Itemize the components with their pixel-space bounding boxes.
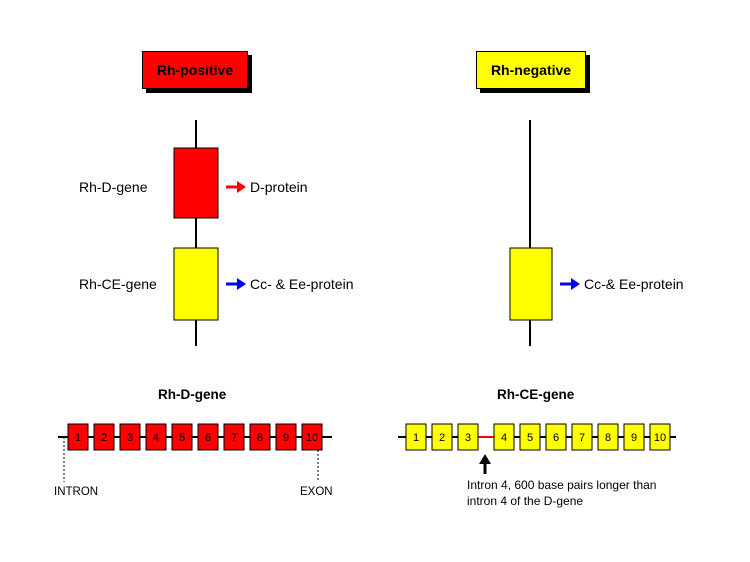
d-gene-exon: [119, 423, 141, 451]
d-gene-exon-number: 7: [231, 432, 237, 444]
d-gene-exon: [93, 423, 115, 451]
ce-gene-exon: [457, 423, 479, 451]
rh-ce-gene-box-right: [509, 247, 553, 321]
ce-gene-exon-number: 9: [631, 432, 637, 444]
rh-ce-gene-map-title: Rh-CE-gene: [497, 387, 575, 402]
d-gene-exon: [223, 423, 245, 451]
d-protein-arrow-head: [237, 181, 246, 193]
d-gene-exon-number: 4: [153, 432, 159, 444]
cc-ee-protein-label-right: Cc-& Ee-protein: [584, 276, 684, 292]
ce-gene-exon: [597, 423, 619, 451]
ce-gene-exon: [649, 423, 671, 451]
d-gene-exon: [249, 423, 271, 451]
rh-d-gene-map-title: Rh-D-gene: [158, 387, 227, 402]
exon-label: EXON: [300, 486, 333, 498]
d-gene-exon: [301, 423, 323, 451]
ce-gene-exon: [493, 423, 515, 451]
ce-gene-exon-number: 1: [413, 432, 419, 444]
intron-4-note-line2: intron 4 of the D-gene: [467, 494, 584, 508]
d-gene-exon-number: 2: [101, 432, 107, 444]
ce-gene-exon-number: 10: [654, 432, 666, 444]
d-gene-exon-number: 5: [179, 432, 185, 444]
d-protein-label: D-protein: [250, 179, 308, 195]
ce-gene-exon-number: 6: [553, 432, 559, 444]
ce-gene-exon-number: 7: [579, 432, 585, 444]
d-gene-exon: [197, 423, 219, 451]
d-gene-exon-number: 8: [257, 432, 263, 444]
ce-gene-exon-number: 2: [439, 432, 445, 444]
intron-4-arrow-head: [479, 454, 491, 464]
ce-gene-exon-number: 8: [605, 432, 611, 444]
d-gene-exon-number: 9: [283, 432, 289, 444]
ce-gene-exon: [623, 423, 645, 451]
ce-gene-exon-number: 4: [501, 432, 507, 444]
ce-gene-exon-number: 3: [465, 432, 471, 444]
cc-ee-protein-label-left: Cc- & Ee-protein: [250, 276, 354, 292]
intron-4-note-line1: Intron 4, 600 base pairs longer than: [467, 478, 657, 492]
rh-negative-title: Rh-negative: [476, 51, 586, 89]
rh-ce-gene-label: Rh-CE-gene: [79, 276, 157, 292]
d-gene-exon-number: 10: [306, 432, 318, 444]
cc-ee-arrow-right-head: [571, 278, 580, 290]
d-gene-exon-number: 6: [205, 432, 211, 444]
ce-gene-exon-number: 5: [527, 432, 533, 444]
intron-label: INTRON: [54, 486, 99, 498]
d-gene-exon: [171, 423, 193, 451]
d-gene-exon-number: 3: [127, 432, 133, 444]
rh-ce-gene-box-left: [173, 247, 219, 321]
ce-gene-exon: [545, 423, 567, 451]
ce-gene-exon: [571, 423, 593, 451]
ce-gene-exon: [519, 423, 541, 451]
ce-gene-exon: [431, 423, 453, 451]
ce-gene-exon: [405, 423, 427, 451]
rh-positive-title: Rh-positive: [142, 51, 248, 89]
rh-d-gene-box: [173, 147, 219, 219]
d-gene-exon: [145, 423, 167, 451]
d-gene-exon: [275, 423, 297, 451]
rh-d-gene-label: Rh-D-gene: [79, 179, 148, 195]
intron-4-note: Intron 4, 600 base pairs longer than int…: [467, 477, 656, 509]
d-gene-exon: [67, 423, 89, 451]
cc-ee-arrow-left-head: [237, 278, 246, 290]
d-gene-exon-number: 1: [75, 432, 81, 444]
